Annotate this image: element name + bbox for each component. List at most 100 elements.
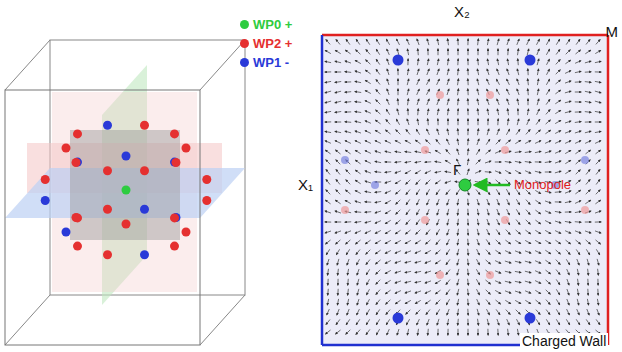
field-arrow [477,249,480,255]
field-arrow [336,180,340,185]
field-arrow [577,259,579,265]
field-arrow [526,200,530,205]
field-arrow [555,211,561,212]
field-arrow [467,59,468,65]
field-arrow [457,129,459,135]
field-arrow [567,289,569,295]
field-arrow [597,309,599,315]
field-arrow [387,49,390,55]
field-arrow [437,319,439,325]
field-arrow [497,89,500,95]
field-arrow [576,240,581,244]
field-arrow [347,289,349,295]
field-arrow [376,80,380,85]
field-arrow [565,150,571,153]
field-arrow [385,141,391,144]
field-arrow [516,129,520,134]
field-arrow [458,229,459,235]
wp2-dot-faint [421,216,429,224]
field-arrow [486,150,491,154]
field-arrow [566,250,570,255]
field-arrow [458,119,459,125]
field-arrow [417,69,419,75]
field-arrow [576,319,580,324]
wp1-dot [140,205,149,214]
field-arrow [566,259,569,264]
field-arrow [405,291,411,293]
field-arrow [467,269,469,275]
field-arrow [437,119,438,125]
wp2-dot [73,129,82,138]
field-arrow [516,199,519,204]
field-arrow [366,319,369,324]
point-label: M [606,24,619,39]
field-arrow [565,71,571,74]
field-arrow [325,231,331,233]
field-arrow [596,40,600,45]
field-arrow [476,279,479,285]
field-arrow [507,79,510,85]
field-arrow [575,201,581,204]
wp2-dot [41,175,50,184]
field-arrow [416,230,421,235]
field-arrow [345,71,351,73]
field-arrow [458,89,459,95]
field-arrow [515,251,521,253]
field-arrow [457,219,459,225]
field-arrow [535,261,541,264]
field-arrow [366,50,370,55]
field-arrow [545,230,551,233]
field-arrow [536,319,539,324]
wp1-dot [393,313,404,324]
field-arrow [535,230,540,233]
field-arrow [555,240,560,244]
field-arrow [426,189,429,195]
field-arrow [467,249,469,255]
wp2-dot [73,213,82,222]
field-arrow [585,200,590,204]
field-arrow [507,49,508,55]
field-arrow [336,249,339,254]
field-arrow [457,239,458,245]
field-arrow [545,191,551,193]
field-arrow [505,281,511,283]
field-arrow [546,319,549,324]
field-arrow [506,310,510,315]
field-arrow [487,219,489,225]
field-arrow [355,92,361,93]
field-arrow [587,279,588,285]
field-arrow [447,309,449,315]
field-arrow [437,79,440,85]
field-arrow [576,39,580,44]
field-arrow [447,209,449,215]
field-arrow [407,329,408,335]
field-arrow [427,109,428,115]
field-arrow [405,271,411,272]
field-arrow [526,130,530,135]
field-arrow [336,330,341,334]
field-arrow [496,300,501,304]
field-arrow [565,170,570,173]
field-arrow [468,49,469,55]
field-arrow [495,261,501,264]
field-arrow [505,261,511,263]
field-arrow [427,209,429,215]
field-arrow [395,151,401,152]
field-arrow [436,290,441,294]
field-arrow [326,170,330,175]
field-arrow [325,150,330,154]
field-arrow [545,240,550,243]
field-arrow [325,131,331,132]
field-arrow [567,309,570,315]
field-arrow [407,69,408,75]
field-arrow [365,91,371,94]
field-arrow [467,109,468,115]
field-arrow [328,269,329,275]
field-arrow [525,162,531,163]
field-arrow [385,151,391,153]
field-arrow [376,49,379,54]
field-arrow [486,280,491,284]
field-arrow [517,89,519,95]
field-arrow [495,151,501,154]
field-arrow [545,260,550,264]
